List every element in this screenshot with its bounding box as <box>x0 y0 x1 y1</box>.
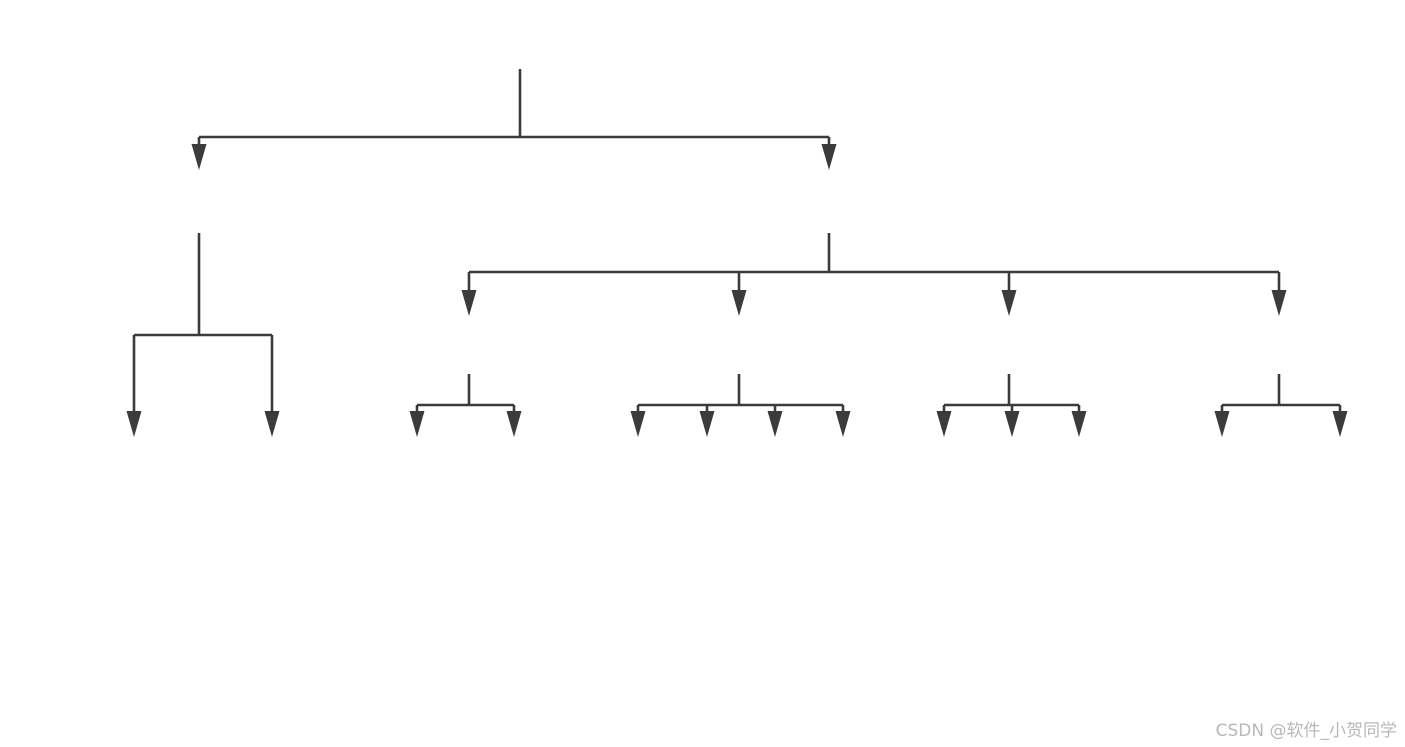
connector-root-drop-1-head <box>821 144 837 170</box>
connector-leaf-drop-10-head <box>1332 411 1348 437</box>
connector-leaf-drop-3-head <box>699 411 715 437</box>
connector-book-manage-drop-3-head <box>1271 290 1287 316</box>
connector-book-manage-drop-1-head <box>731 290 747 316</box>
connector-user-login-drop-1-head <box>264 411 280 437</box>
connector-layer <box>126 69 1348 437</box>
connector-leaf-drop-0-head <box>409 411 425 437</box>
connector-leaf-drop-1-head <box>506 411 522 437</box>
connector-leaf-drop-7-head <box>1004 411 1020 437</box>
connector-leaf-drop-2-head <box>630 411 646 437</box>
connector-root-drop-0-head <box>191 144 207 170</box>
connector-leaf-drop-6-head <box>936 411 952 437</box>
connector-book-manage-drop-2-head <box>1001 290 1017 316</box>
connector-leaf-drop-8-head <box>1071 411 1087 437</box>
connector-book-manage-drop-0-head <box>461 290 477 316</box>
connector-leaf-drop-9-head <box>1214 411 1230 437</box>
connector-leaf-drop-4-head <box>767 411 783 437</box>
connector-user-login-drop-0-head <box>126 411 142 437</box>
csdn-watermark: CSDN @软件_小贺同学 <box>1215 721 1397 741</box>
connector-leaf-drop-5-head <box>835 411 851 437</box>
